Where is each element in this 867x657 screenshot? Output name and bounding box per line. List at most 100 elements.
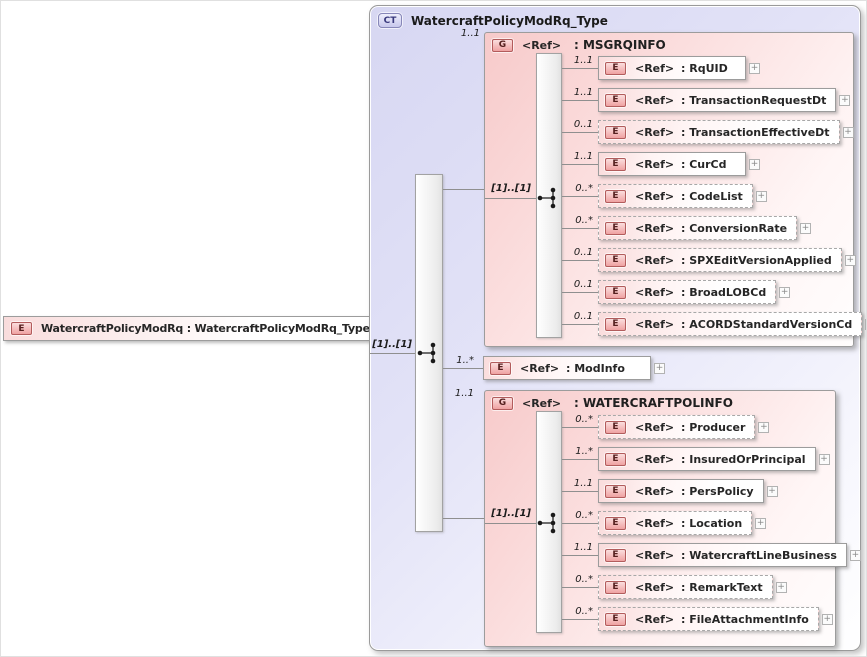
element-insuredorprincipal[interactable]: E <Ref> : InsuredOrPrincipal — [598, 447, 816, 471]
element-modinfo[interactable]: E <Ref> : ModInfo — [483, 356, 651, 380]
connector-line — [485, 523, 536, 524]
element-producer[interactable]: E <Ref> : Producer — [598, 415, 756, 439]
connector-line — [443, 518, 484, 519]
element-watercraftlinebusiness[interactable]: E <Ref> : WatercraftLineBusiness — [598, 543, 847, 567]
element-remarktext[interactable]: E <Ref> : RemarkText — [598, 575, 773, 599]
element-acordstandardversioncd[interactable]: E <Ref> : ACORDStandardVersionCd — [598, 312, 863, 336]
expand-icon[interactable]: + — [844, 254, 856, 266]
element-perspolicy[interactable]: E <Ref> : PersPolicy — [598, 479, 764, 503]
cardinality-label: 0..* — [575, 574, 593, 585]
element-name: : FileAttachmentInfo — [681, 612, 809, 626]
ref-label: <Ref> — [635, 420, 675, 434]
element-badge: E — [605, 189, 626, 203]
element-row: E <Ref> : CurCd + — [598, 152, 760, 176]
group-badge: G — [492, 38, 513, 52]
model-cardinality: [1]..[1] — [372, 339, 412, 350]
group-header: G <Ref> : MSGRQINFO — [485, 33, 853, 52]
element-row: E <Ref> : ACORDStandardVersionCd + — [598, 312, 866, 336]
cardinality-label: 1..1 — [573, 55, 593, 66]
ref-label: <Ref> — [635, 189, 675, 203]
element-broadlobcd[interactable]: E <Ref> : BroadLOBCd — [598, 280, 777, 304]
expand-icon[interactable]: + — [755, 190, 767, 202]
element-row: E <Ref> : InsuredOrPrincipal + — [598, 447, 830, 471]
complextype-title: WatercraftPolicyModRq_Type — [411, 13, 608, 28]
expand-icon[interactable]: + — [865, 318, 866, 330]
element-location[interactable]: E <Ref> : Location — [598, 511, 753, 535]
ref-label: <Ref> — [635, 484, 675, 498]
expand-icon[interactable]: + — [818, 453, 830, 465]
expand-icon[interactable]: + — [766, 485, 778, 497]
element-badge: E — [605, 125, 626, 139]
element-transactionrequestdt[interactable]: E <Ref> : TransactionRequestDt — [598, 88, 837, 112]
element-badge: E — [605, 612, 626, 626]
root-element-label: WatercraftPolicyModRq : WatercraftPolicy… — [41, 322, 370, 335]
cardinality-label: 0..* — [575, 606, 593, 617]
group-msgrqinfo[interactable]: G <Ref> : MSGRQINFO [1]..[1] 1..1 E <Ref… — [484, 32, 866, 347]
cardinality-label: 0..1 — [573, 311, 593, 322]
ref-label: <Ref> — [635, 93, 675, 107]
element-row: E <Ref> : BroadLOBCd + — [598, 280, 791, 304]
connector-line — [562, 228, 598, 229]
connector-line — [370, 353, 415, 354]
element-row: E <Ref> : TransactionEffectiveDt + — [598, 120, 854, 144]
element-curcd[interactable]: E <Ref> : CurCd — [598, 152, 746, 176]
connector-line — [562, 491, 598, 492]
model-cardinality: [1]..[1] — [491, 183, 531, 194]
element-badge: E — [605, 253, 626, 267]
element-name: : ModInfo — [566, 361, 625, 375]
root-element-box[interactable]: E WatercraftPolicyModRq : WatercraftPoli… — [3, 316, 381, 341]
group-watercraftpolinfo[interactable]: G <Ref> : WATERCRAFTPOLINFO [1]..[1] 0..… — [484, 390, 861, 647]
element-badge: E — [605, 548, 626, 562]
element-badge: E — [605, 580, 626, 594]
element-fileattachmentinfo[interactable]: E <Ref> : FileAttachmentInfo — [598, 607, 819, 631]
expand-icon[interactable]: + — [654, 362, 665, 374]
element-row: E <Ref> : CodeList + — [598, 184, 767, 208]
ref-label: <Ref> — [635, 285, 675, 299]
expand-icon[interactable]: + — [842, 126, 854, 138]
connector-line — [562, 292, 598, 293]
ref-label: <Ref> — [635, 253, 675, 267]
expand-icon[interactable]: + — [749, 62, 760, 74]
element-codelist[interactable]: E <Ref> : CodeList — [598, 184, 753, 208]
element-conversionrate[interactable]: E <Ref> : ConversionRate — [598, 216, 798, 240]
expand-icon[interactable]: + — [849, 549, 861, 561]
expand-icon[interactable]: + — [775, 581, 787, 593]
element-rquid[interactable]: E <Ref> : RqUID — [598, 56, 746, 80]
element-row: E <Ref> : FileAttachmentInfo + — [598, 607, 833, 631]
expand-icon[interactable]: + — [779, 286, 791, 298]
element-row: E <Ref> : ConversionRate + — [598, 216, 812, 240]
group-header: G <Ref> : WATERCRAFTPOLINFO — [485, 391, 835, 410]
element-transactioneffectivedt[interactable]: E <Ref> : TransactionEffectiveDt — [598, 120, 840, 144]
connector-line — [562, 164, 598, 165]
element-badge: E — [605, 516, 626, 530]
element-name: : Location — [681, 516, 743, 530]
cardinality-label: 1..1 — [460, 28, 480, 39]
element-name: : WatercraftLineBusiness — [681, 548, 837, 562]
element-badge: E — [11, 322, 32, 335]
element-name: : Producer — [681, 420, 746, 434]
ref-label: <Ref> — [635, 221, 675, 235]
expand-icon[interactable]: + — [749, 158, 760, 170]
cardinality-label: 0..* — [575, 215, 593, 226]
element-badge: E — [605, 420, 626, 434]
cardinality-label: 0..1 — [573, 247, 593, 258]
connector-line — [443, 368, 483, 369]
connector-line — [562, 523, 598, 524]
expand-icon[interactable]: + — [758, 421, 770, 433]
element-spxeditversionapplied[interactable]: E <Ref> : SPXEditVersionApplied — [598, 248, 842, 272]
connector-line — [562, 459, 598, 460]
complextype-header: CT WatercraftPolicyModRq_Type — [371, 8, 608, 28]
expand-icon[interactable]: + — [839, 94, 851, 106]
expand-icon[interactable]: + — [800, 222, 812, 234]
expand-icon[interactable]: + — [755, 517, 767, 529]
element-badge: E — [605, 317, 626, 331]
ref-label: <Ref> — [520, 361, 560, 375]
expand-icon[interactable]: + — [821, 613, 833, 625]
connector-line — [562, 68, 598, 69]
root-element-row: E WatercraftPolicyModRq : WatercraftPoli… — [3, 316, 395, 341]
cardinality-label: 1..1 — [573, 151, 593, 162]
element-name: : RemarkText — [681, 580, 763, 594]
element-row: E <Ref> : ModInfo + — [483, 356, 665, 380]
connector-line — [562, 587, 598, 588]
